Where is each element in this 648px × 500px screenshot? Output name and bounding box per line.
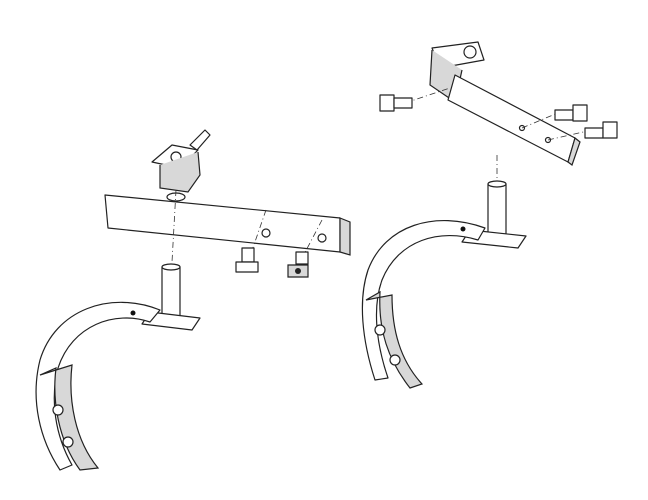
- left-assembly: [35, 129, 351, 471]
- left-shank-post: [141, 263, 201, 331]
- left-spring-tine: [35, 301, 161, 471]
- right-bolt-2: [554, 104, 588, 122]
- right-bolt-1: [379, 94, 413, 112]
- right-toolbar: [447, 74, 581, 166]
- right-bolt-3: [584, 121, 618, 139]
- right-spring-tine: [361, 220, 486, 389]
- left-bolt: [235, 247, 259, 273]
- right-assembly: [361, 41, 618, 389]
- right-clamp-bracket: [429, 41, 485, 103]
- left-bolt-nut: [287, 251, 309, 278]
- left-toolbar: [104, 192, 351, 256]
- left-clamp-bracket: [151, 129, 211, 193]
